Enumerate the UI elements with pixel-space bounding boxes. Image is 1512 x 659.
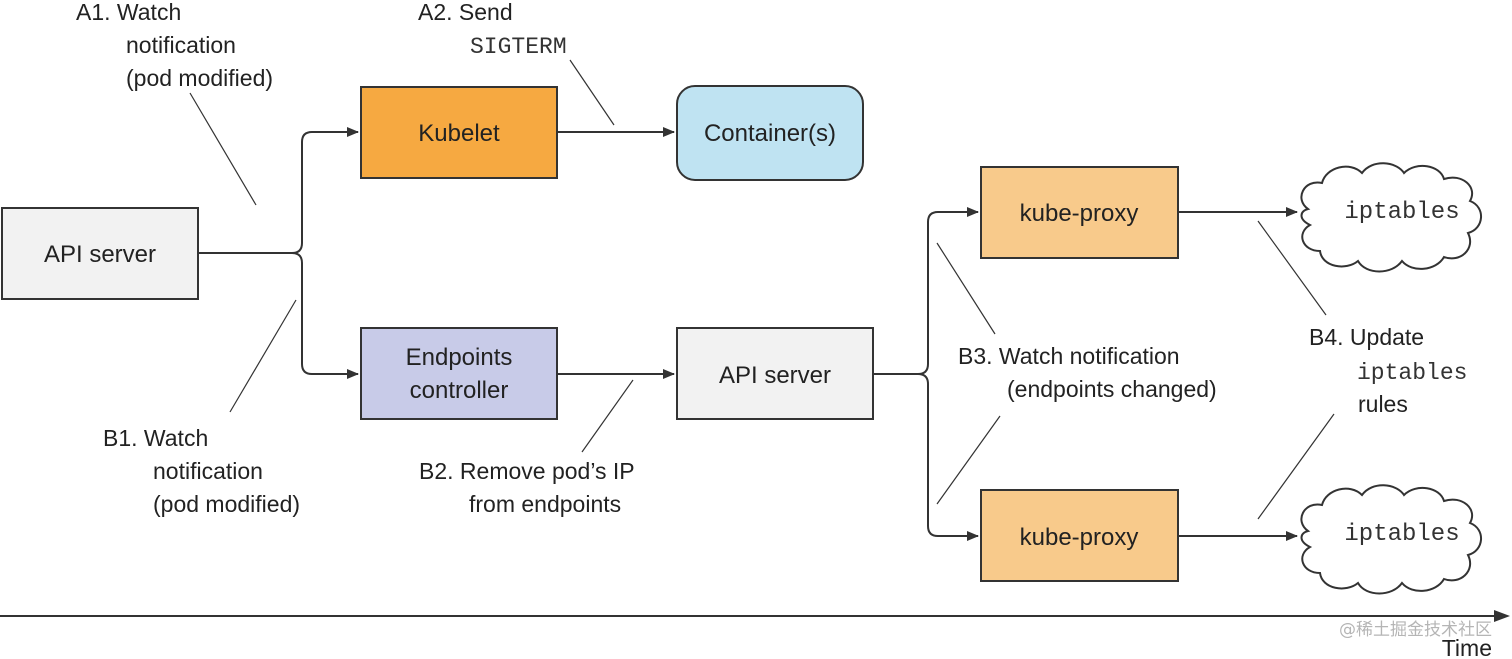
annotation-b4: B4. Update iptables rules [1309, 324, 1467, 417]
annotation-b2-line2: from endpoints [469, 491, 621, 517]
annotation-b3-line2: (endpoints changed) [1007, 376, 1217, 402]
time-axis: Time [0, 610, 1510, 659]
annotation-a1-line1: A1. Watch [76, 0, 181, 25]
annotation-b4-line1: B4. Update [1309, 324, 1424, 350]
watermark: @稀土掘金技术社区 [1339, 620, 1492, 640]
endpoints-controller-label-line2: controller [410, 377, 509, 404]
kube-proxy-1-label: kube-proxy [1020, 200, 1139, 227]
annotation-a2: A2. Send SIGTERM [418, 0, 567, 60]
annotation-b1-line1: B1. Watch [103, 425, 208, 451]
container-label: Container(s) [704, 120, 836, 147]
node-api-server-1: API server [1, 207, 199, 300]
edge-api2-to-kubeproxy1 [874, 207, 979, 375]
annotation-b1-line2: notification [153, 458, 263, 484]
cloud-icon [1300, 484, 1482, 595]
api-server-2-box [676, 327, 874, 420]
container-box [676, 85, 864, 181]
leader-a1 [189, 92, 257, 206]
leader-b3-top [936, 242, 996, 335]
node-iptables-2: iptables [1300, 484, 1482, 595]
time-axis-arrowhead [1494, 610, 1510, 622]
api-server-1-box [1, 207, 199, 300]
edges [198, 127, 1298, 541]
annotation-a1: A1. Watch notification (pod modified) [76, 0, 273, 91]
api-server-2-label: API server [719, 362, 831, 389]
kube-proxy-1-box [980, 166, 1179, 259]
iptables-2-label: iptables [1344, 521, 1459, 548]
node-api-server-2: API server [676, 327, 874, 420]
api-server-1-label: API server [44, 241, 156, 268]
iptables-1-label: iptables [1344, 199, 1459, 226]
node-kube-proxy-2: kube-proxy [980, 489, 1179, 582]
kube-proxy-2-label: kube-proxy [1020, 524, 1139, 551]
edge-api-to-brace [198, 127, 359, 254]
endpoints-controller-box [360, 327, 558, 420]
leader-lines [189, 59, 1335, 520]
leader-b1 [229, 299, 297, 413]
kube-proxy-2-box [980, 489, 1179, 582]
kubelet-label: Kubelet [418, 120, 500, 147]
kubelet-box [360, 86, 558, 179]
annotation-b1-line3: (pod modified) [153, 491, 300, 517]
annotation-b1: B1. Watch notification (pod modified) [103, 425, 300, 517]
annotation-b3: B3. Watch notification (endpoints change… [958, 343, 1217, 402]
node-kube-proxy-1: kube-proxy [980, 166, 1179, 259]
cloud-icon [1300, 162, 1482, 273]
annotation-b4-line2: iptables [1357, 360, 1467, 386]
edge-api-to-endpoints [291, 252, 359, 379]
annotation-a2-line2: SIGTERM [470, 34, 567, 60]
time-axis-label: Time [1442, 635, 1492, 659]
edge-api2-to-kubeproxy2 [917, 373, 979, 541]
node-endpoints-controller: Endpoints controller [360, 327, 558, 420]
endpoints-controller-label-line1: Endpoints [406, 344, 513, 371]
leader-b2 [581, 379, 634, 453]
annotation-b2: B2. Remove pod’s IP from endpoints [419, 458, 635, 517]
annotation-b4-line3: rules [1358, 391, 1408, 417]
leader-a2 [569, 59, 615, 126]
annotation-b3-line1: B3. Watch notification [958, 343, 1180, 369]
leader-b4-top [1257, 220, 1327, 316]
annotation-b2-line1: B2. Remove pod’s IP [419, 458, 635, 484]
annotation-a2-line1: A2. Send [418, 0, 513, 25]
leader-b3-bottom [936, 415, 1001, 505]
node-container: Container(s) [676, 85, 864, 181]
node-iptables-1: iptables [1300, 162, 1482, 273]
node-kubelet: Kubelet [360, 86, 558, 179]
annotation-a1-line3: (pod modified) [126, 65, 273, 91]
annotation-a1-line2: notification [126, 32, 236, 58]
leader-b4-bottom [1257, 413, 1335, 520]
